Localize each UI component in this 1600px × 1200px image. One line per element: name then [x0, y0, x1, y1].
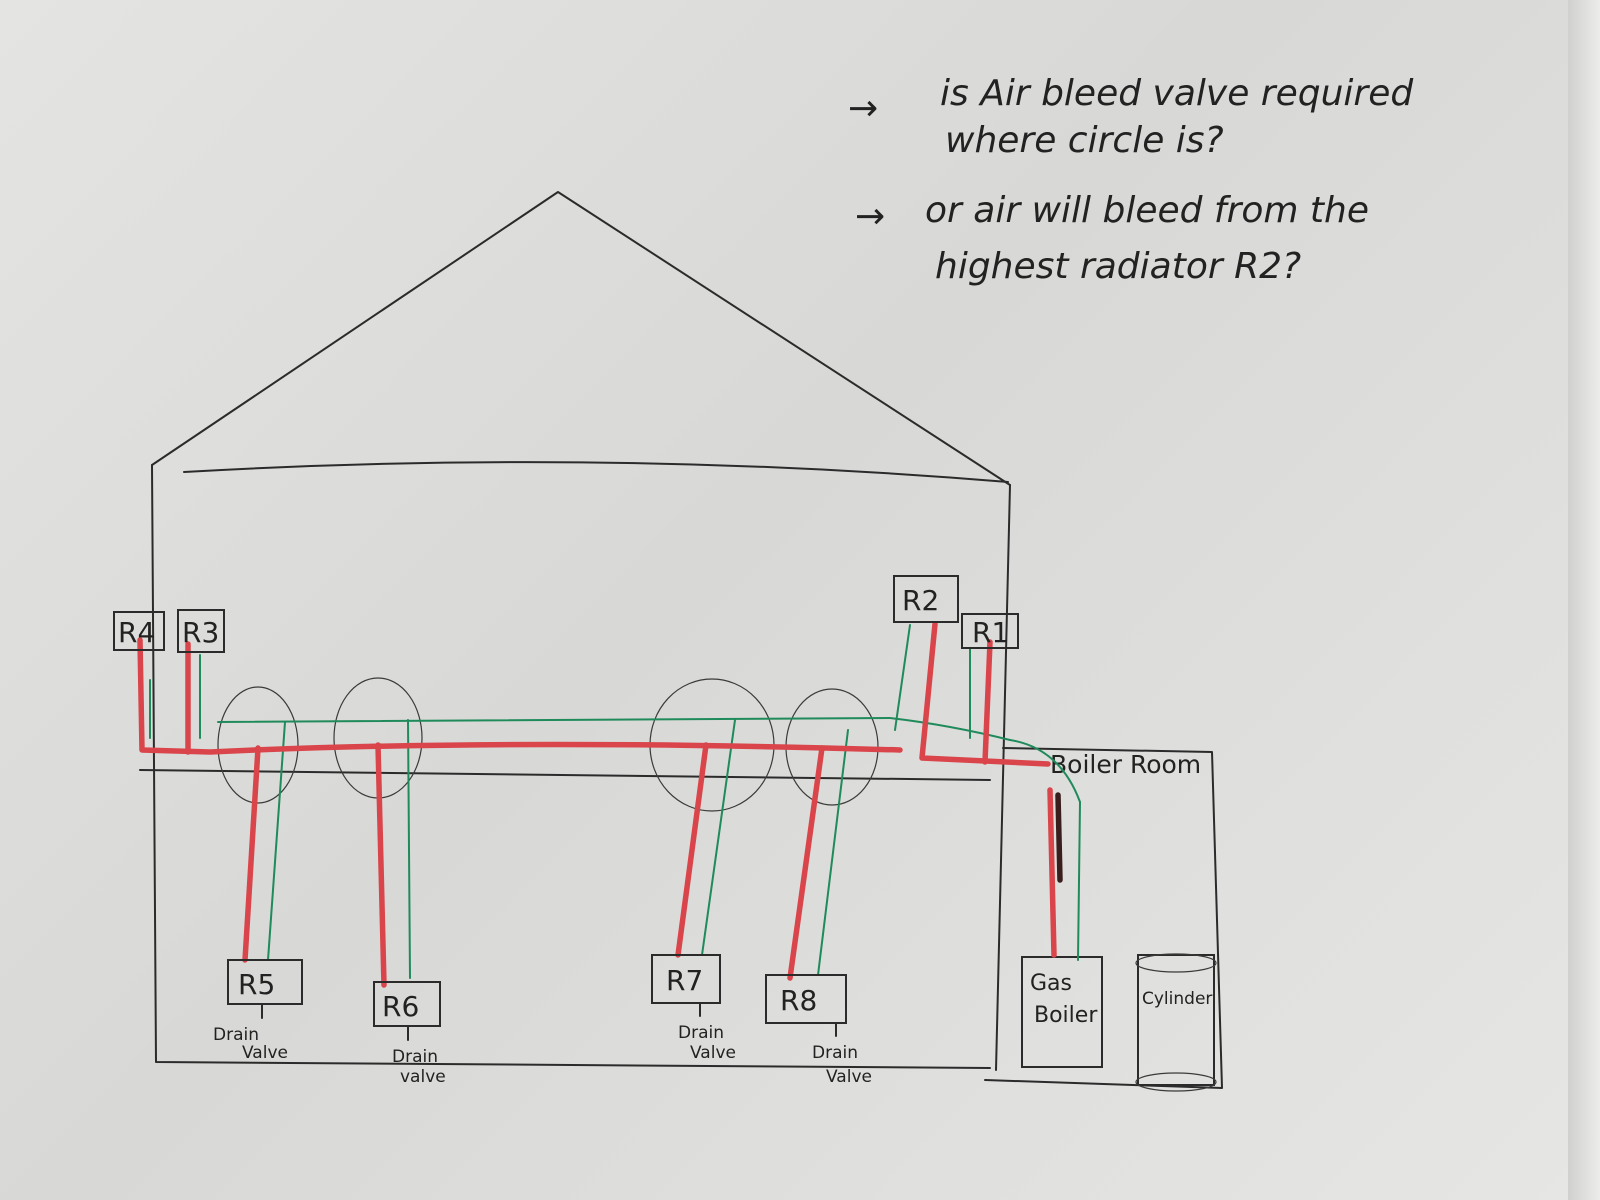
return-into-boiler-room — [1009, 739, 1081, 803]
drain-valve-r8-label-1: Drain — [812, 1043, 858, 1063]
flow-r2 — [919, 621, 1051, 767]
radiator-r2-label: R2 — [902, 584, 939, 617]
downstairs-radiators: R5 Drain Valve R6 Drain valve R7 Drain V… — [213, 954, 872, 1087]
radiator-r7-box — [651, 954, 721, 1004]
return-r2 — [894, 624, 911, 731]
radiator-r5-box — [227, 959, 303, 1005]
radiator-r3: R3 — [177, 609, 225, 653]
drain-valve-r7-label-1: Drain — [678, 1023, 724, 1043]
boiler-room-title: Boiler Room — [1050, 750, 1201, 779]
drain-valve-r5-label-2: Valve — [242, 1043, 288, 1063]
left-wall-and-floor — [151, 464, 991, 1069]
radiator-r1-label: R1 — [972, 616, 1009, 649]
radiator-r4: R4 — [113, 611, 165, 651]
flow-main — [137, 637, 903, 755]
whiteboard-edge — [1568, 0, 1600, 1200]
radiator-r4-box — [113, 611, 165, 651]
return-r6 — [407, 719, 411, 979]
radiator-r7-label: R7 — [666, 964, 703, 997]
flow-r8 — [787, 745, 825, 981]
cylinder-top — [1135, 953, 1217, 973]
radiator-r8-box — [765, 974, 847, 1024]
drain-valve-r5-label-1: Drain — [213, 1025, 259, 1045]
flow-to-boiler — [1047, 787, 1057, 958]
air-bleed-circle-1 — [217, 686, 299, 804]
radiator-r1: R1 — [961, 613, 1019, 649]
return-pipes — [149, 624, 1081, 979]
roof — [151, 191, 1011, 486]
note-2-arrow: → — [855, 196, 885, 237]
return-r5 — [267, 721, 286, 961]
drain-valve-r6-label-2: valve — [400, 1067, 446, 1087]
flow-r6 — [375, 742, 387, 988]
radiator-r5: R5 Drain Valve — [213, 959, 303, 1063]
gas-boiler-label-2: Boiler — [1034, 1003, 1098, 1028]
return-r7 — [701, 719, 736, 956]
radiator-r8: R8 Drain Valve — [765, 974, 872, 1087]
radiator-r3-box — [177, 609, 225, 653]
drain-valve-r8-label-2: Valve — [826, 1067, 872, 1087]
note-2-line-1: or air will bleed from the — [925, 190, 1369, 231]
radiator-r7: R7 Drain Valve — [651, 954, 736, 1063]
note-1-line-2: where circle is? — [945, 120, 1224, 161]
boiler-room-walls — [984, 747, 1223, 1089]
radiator-r6: R6 Drain valve — [373, 981, 446, 1087]
return-r8 — [817, 729, 849, 976]
flow-pipes — [137, 621, 1063, 988]
radiator-r2: R2 — [893, 575, 959, 623]
upstairs-radiators: R4 R3 R2 R1 — [113, 575, 1019, 653]
note-1-line-1: is Air bleed valve required — [940, 73, 1414, 114]
notes: → is Air bleed valve required where circ… — [848, 73, 1414, 287]
radiator-r2-box — [893, 575, 959, 623]
cylinder-box — [1137, 954, 1215, 1086]
cylinder-bottom — [1135, 1072, 1217, 1092]
cylinder-label: Cylinder — [1142, 989, 1212, 1009]
gas-boiler-box — [1021, 956, 1103, 1068]
radiator-r6-label: R6 — [382, 990, 419, 1023]
note-1-arrow: → — [848, 88, 878, 129]
floor-divider — [139, 769, 991, 781]
radiator-r3-label: R3 — [182, 616, 219, 649]
right-wall — [995, 484, 1011, 1071]
boiler-room: Boiler Room Gas Boiler Cylinder — [984, 747, 1223, 1092]
flow-to-boiler-shadow — [1055, 792, 1063, 883]
return-main-upper — [217, 717, 1011, 741]
return-to-boiler — [1077, 801, 1081, 961]
gas-boiler-label-1: Gas — [1030, 971, 1072, 996]
radiator-r1-box — [961, 613, 1019, 649]
radiator-r8-label: R8 — [780, 984, 817, 1017]
radiator-r5-label: R5 — [238, 968, 275, 1001]
drain-valve-r6-label-1: Drain — [392, 1047, 438, 1067]
flow-r7 — [675, 742, 709, 958]
flow-r1 — [982, 639, 993, 765]
note-2-line-2: highest radiator R2? — [935, 246, 1301, 287]
ceiling-line — [183, 461, 1009, 483]
drain-valve-r7-label-2: Valve — [690, 1043, 736, 1063]
flow-r5 — [242, 745, 261, 963]
radiator-r4-label: R4 — [118, 616, 155, 649]
